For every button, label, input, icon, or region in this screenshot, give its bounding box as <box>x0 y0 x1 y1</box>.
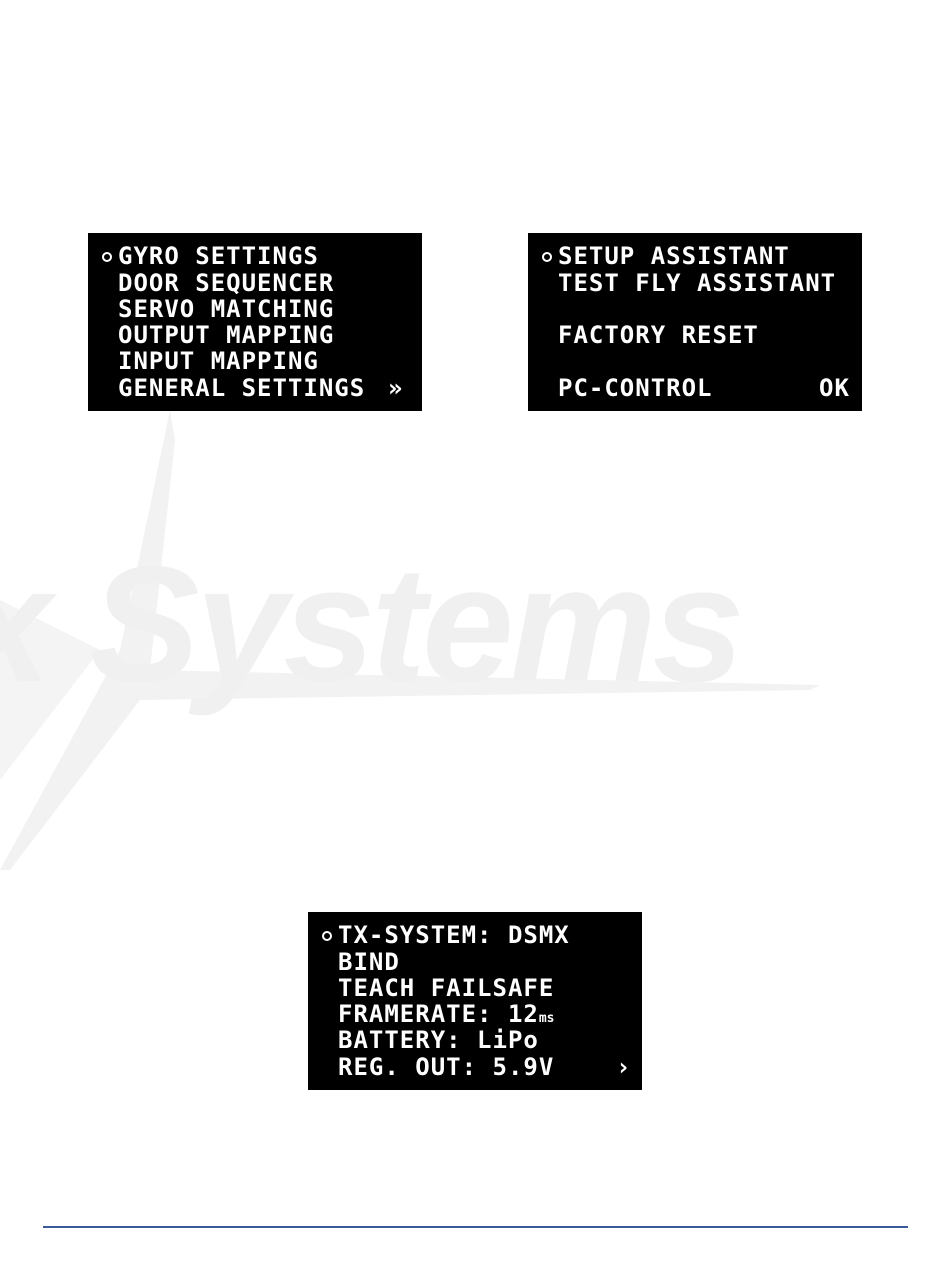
setting-tx-system[interactable]: TX-SYSTEM: DSMX <box>308 922 642 948</box>
menu-item-label: OUTPUT MAPPING <box>118 322 334 348</box>
framerate-unit: ms <box>539 1011 555 1026</box>
menu-item-label: SETUP ASSISTANT <box>558 243 790 269</box>
menu-item-label: GYRO SETTINGS <box>118 243 319 269</box>
menu-item-test-fly-assistant[interactable]: TEST FLY ASSISTANT <box>528 270 862 296</box>
menu-item-label: SERVO MATCHING <box>118 296 334 322</box>
menu-item-servo-matching[interactable]: SERVO MATCHING <box>88 296 422 322</box>
menu-item-general-settings[interactable]: GENERAL SETTINGS » <box>88 375 422 401</box>
setting-reg-out[interactable]: REG. OUT: 5.9V › <box>308 1054 642 1080</box>
selection-cursor-icon <box>542 252 552 262</box>
framerate-value: FRAMERATE: 12 <box>338 1000 539 1028</box>
lcd-screen-general-settings: TX-SYSTEM: DSMX BIND TEACH FAILSAFE FRAM… <box>308 912 642 1090</box>
setting-label: TX-SYSTEM: DSMX <box>338 922 570 948</box>
selection-cursor-icon <box>322 931 332 941</box>
menu-item-label: DOOR SEQUENCER <box>118 270 334 296</box>
menu-item-label: FACTORY RESET <box>558 322 759 348</box>
footer-divider <box>43 1226 908 1228</box>
setting-label: REG. OUT: 5.9V <box>338 1054 554 1080</box>
menu-item-label: PC-CONTROL <box>558 375 713 401</box>
watermark-logo <box>0 400 950 880</box>
menu-item-pc-control[interactable]: PC-CONTROL OK <box>528 375 862 401</box>
setting-battery[interactable]: BATTERY: LiPo <box>308 1027 642 1053</box>
next-page-chevron-icon[interactable]: » <box>388 375 403 401</box>
selection-cursor-icon <box>102 252 112 262</box>
setting-label: BATTERY: LiPo <box>338 1027 539 1053</box>
menu-item-door-sequencer[interactable]: DOOR SEQUENCER <box>88 270 422 296</box>
setting-framerate[interactable]: FRAMERATE: 12ms <box>308 1001 642 1027</box>
ok-button[interactable]: OK <box>819 375 850 401</box>
next-page-chevron-icon[interactable]: › <box>616 1054 631 1080</box>
setting-label: TEACH FAILSAFE <box>338 975 554 1001</box>
lcd-screen-main-menu: GYRO SETTINGS DOOR SEQUENCER SERVO MATCH… <box>88 233 422 411</box>
watermark-text: x Systems <box>0 530 740 719</box>
menu-item-label: TEST FLY ASSISTANT <box>558 270 836 296</box>
menu-item-setup-assistant[interactable]: SETUP ASSISTANT <box>528 243 862 269</box>
setting-label: BIND <box>338 949 400 975</box>
menu-item-input-mapping[interactable]: INPUT MAPPING <box>88 348 422 374</box>
menu-item-factory-reset[interactable]: FACTORY RESET <box>528 322 862 348</box>
setting-bind[interactable]: BIND <box>308 949 642 975</box>
setting-teach-failsafe[interactable]: TEACH FAILSAFE <box>308 975 642 1001</box>
lcd-screen-tools-menu: SETUP ASSISTANT TEST FLY ASSISTANT FACTO… <box>528 233 862 411</box>
menu-item-label: INPUT MAPPING <box>118 348 319 374</box>
watermark-star-shape <box>0 410 820 870</box>
menu-item-label: GENERAL SETTINGS <box>118 375 365 401</box>
menu-item-gyro-settings[interactable]: GYRO SETTINGS <box>88 243 422 269</box>
watermark-star-shape-inner <box>0 600 100 780</box>
menu-item-output-mapping[interactable]: OUTPUT MAPPING <box>88 322 422 348</box>
